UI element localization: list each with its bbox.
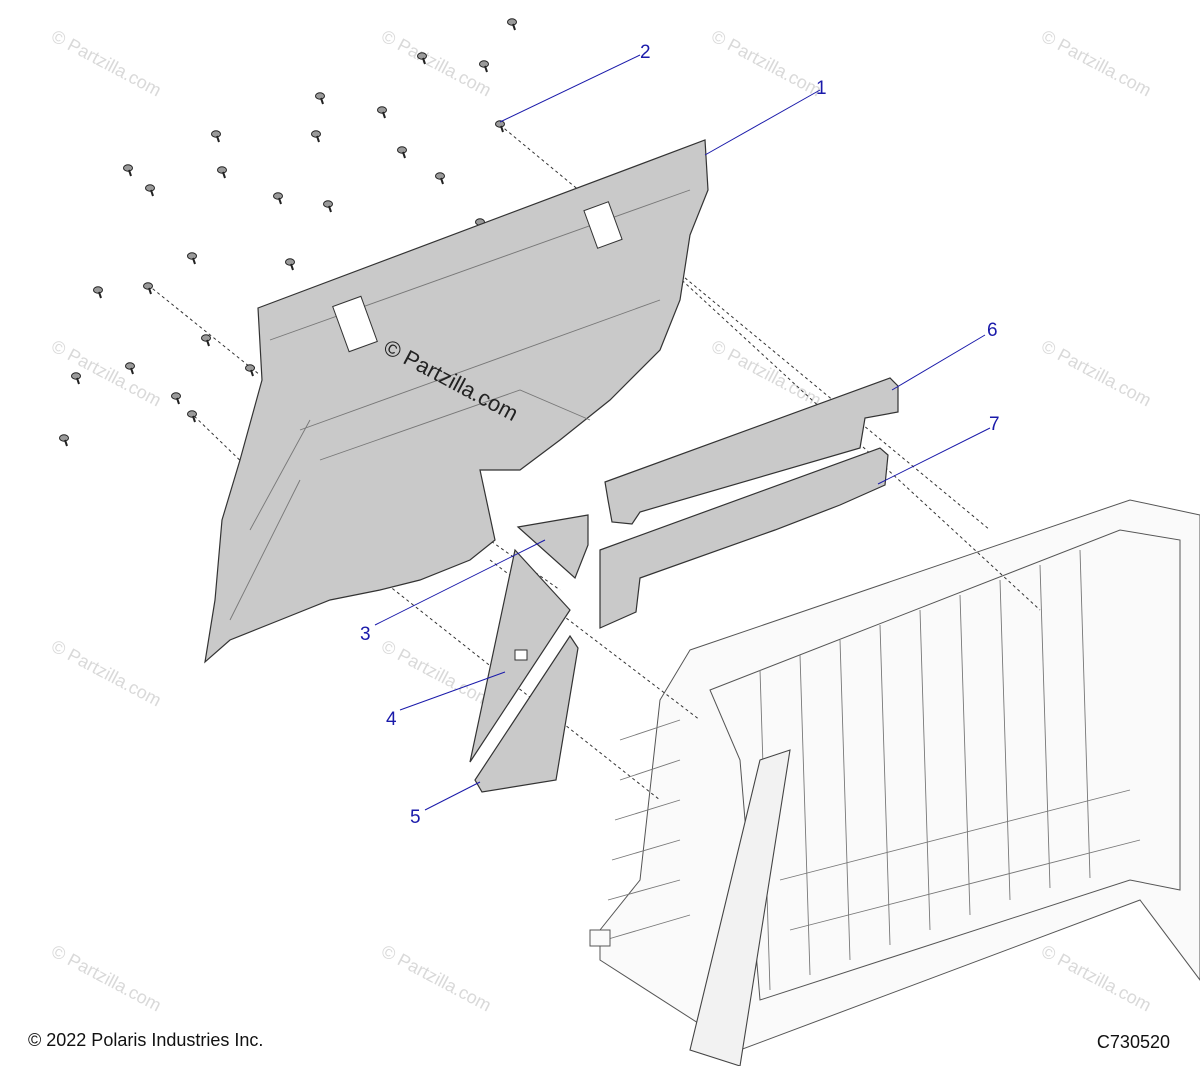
screw	[285, 258, 295, 271]
callout-4: 4	[386, 709, 397, 730]
callout-5: 5	[410, 807, 421, 828]
watermark-text: © Partzilla.com	[48, 636, 164, 711]
screw	[397, 146, 407, 159]
screw	[171, 392, 181, 405]
screw	[125, 362, 135, 375]
screw	[495, 120, 505, 133]
screw	[311, 130, 321, 143]
watermark-text: © Partzilla.com	[48, 941, 164, 1016]
screw	[273, 192, 283, 205]
callout-2: 2	[640, 42, 651, 63]
screw	[323, 200, 333, 213]
watermark-text: © Partzilla.com	[1038, 941, 1154, 1016]
cargo-box	[589, 499, 1200, 1066]
part-5-foam-wedge	[474, 634, 579, 793]
part-7-foam-pad	[599, 447, 889, 629]
screw	[435, 172, 445, 185]
watermark-text: © Partzilla.com	[378, 941, 494, 1016]
screw	[143, 282, 153, 295]
screw	[123, 164, 133, 177]
screw	[201, 334, 211, 347]
screw	[71, 372, 81, 385]
screw	[417, 52, 427, 65]
watermark-text: © Partzilla.com	[1038, 336, 1154, 411]
screw	[479, 60, 489, 73]
callout-1: 1	[816, 78, 827, 99]
part-4-foam-wedge	[469, 548, 571, 763]
screw	[245, 364, 255, 377]
part-3-foam-wedge	[516, 514, 589, 580]
watermark-text: © Partzilla.com	[378, 636, 494, 711]
watermark-text: © Partzilla.com	[378, 26, 494, 101]
watermark-text: © Partzilla.com	[48, 336, 164, 411]
callout-3: 3	[360, 624, 371, 645]
screw	[217, 166, 227, 179]
screw	[59, 434, 69, 447]
drawing-code: C730520	[1096, 1032, 1170, 1052]
watermark-text: © Partzilla.com	[708, 336, 824, 411]
screw	[315, 92, 325, 105]
watermark-text: © Partzilla.com	[1038, 26, 1154, 101]
screw	[507, 18, 517, 31]
screw	[187, 252, 197, 265]
screw	[211, 130, 221, 143]
callout-7: 7	[989, 414, 1000, 435]
callout-6: 6	[987, 320, 998, 341]
screw	[377, 106, 387, 119]
watermark-text: © Partzilla.com	[48, 26, 164, 101]
screw	[145, 184, 155, 197]
copyright-notice: © 2022 Polaris Industries Inc.	[28, 1030, 264, 1050]
leader-lines	[374, 54, 991, 811]
watermark-text: © Partzilla.com	[708, 26, 824, 101]
screw	[187, 410, 197, 423]
part-6-foam-pad	[604, 377, 899, 525]
part-1-main-panel	[204, 139, 709, 664]
screw	[93, 286, 103, 299]
